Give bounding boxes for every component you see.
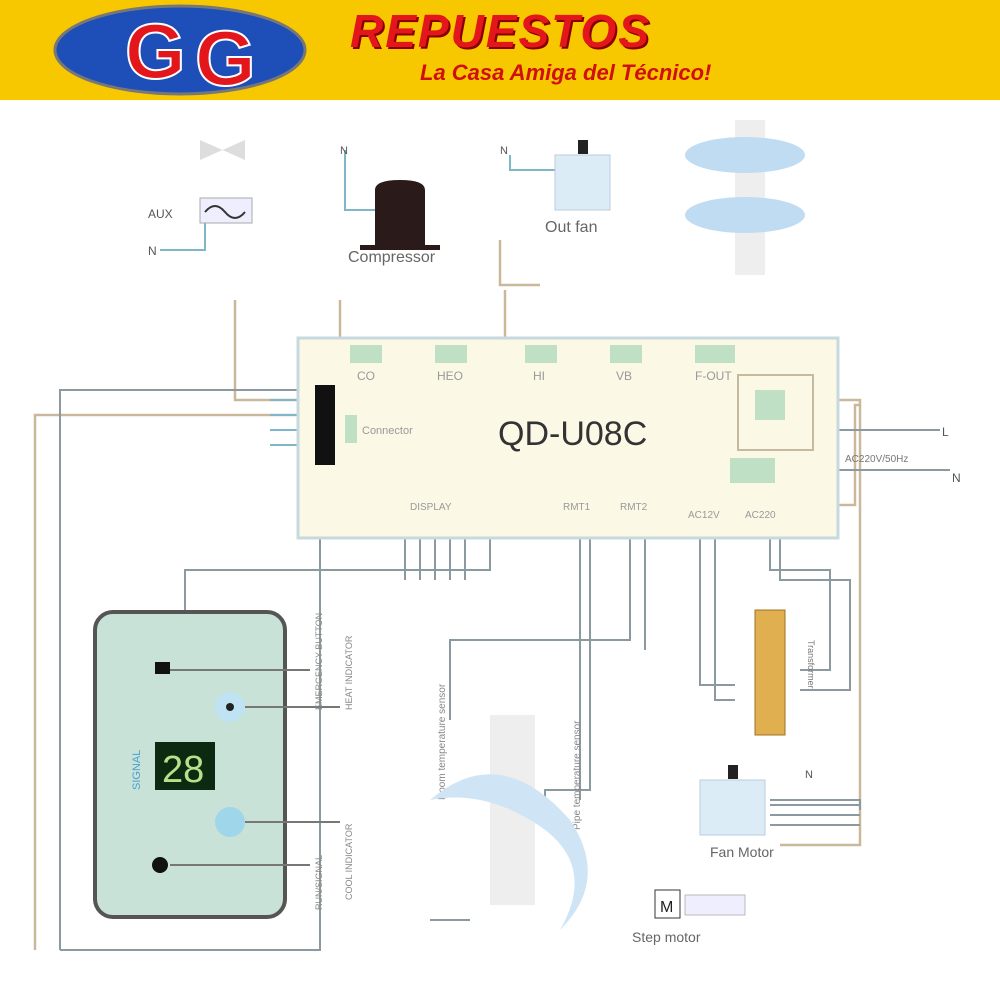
cool-indicator-icon bbox=[215, 807, 245, 837]
terminal-label: AC220 bbox=[745, 510, 776, 521]
display-side-label: SIGNAL bbox=[131, 750, 143, 790]
control-board bbox=[296, 336, 840, 540]
svg-text:G: G bbox=[195, 14, 256, 100]
display-digits: 28 bbox=[162, 749, 204, 791]
panel-labels: EMERGENCY BUTTON HEAT INDICATOR COOL IND… bbox=[314, 613, 354, 910]
svg-text:G: G bbox=[125, 7, 186, 95]
top-terminals: CO HEO HI VB F-OUT bbox=[350, 345, 735, 383]
power-label: AC220V/50Hz bbox=[845, 454, 908, 465]
terminal-label: AC12V bbox=[688, 510, 720, 521]
connector-label: Connector bbox=[362, 425, 413, 437]
header-banner: G G REPUESTOS La Casa Amiga del Técnico! bbox=[0, 0, 1000, 100]
fan-blade-icon bbox=[685, 197, 805, 233]
compressor-label: Compressor bbox=[348, 249, 436, 266]
fan-motor-label: Fan Motor bbox=[710, 844, 774, 860]
terminal-label: RMT1 bbox=[563, 502, 591, 513]
terminal-label: RMT2 bbox=[620, 502, 648, 513]
terminal-label: HEO bbox=[437, 369, 463, 383]
pipe-sensor-label: Pipe temperature sensor bbox=[572, 720, 583, 830]
terminal-label: HI bbox=[533, 369, 545, 383]
power-terminal bbox=[730, 458, 775, 483]
emergency-button[interactable] bbox=[155, 662, 170, 674]
slogan: La Casa Amiga del Técnico! bbox=[420, 60, 712, 85]
aux-label: AUX bbox=[148, 207, 173, 221]
step-motor-label: Step motor bbox=[632, 929, 701, 945]
panel-label: EMERGENCY BUTTON bbox=[314, 613, 324, 710]
logo-mark: G G bbox=[53, 4, 307, 100]
run-signal-icon bbox=[152, 857, 168, 873]
connector-header bbox=[315, 385, 335, 465]
terminal-label: DISPLAY bbox=[410, 502, 452, 513]
relay-box bbox=[737, 374, 814, 451]
out-fan-neutral: N bbox=[500, 145, 508, 157]
step-motor-connector bbox=[684, 894, 746, 916]
terminal-co bbox=[350, 345, 382, 363]
out-fan-motor-icon bbox=[554, 154, 611, 211]
neutral-label: N bbox=[952, 471, 961, 485]
panel-label: COOL INDICATOR bbox=[344, 823, 354, 900]
transformer-label: Transformer bbox=[806, 640, 816, 689]
indoor-fan-icon bbox=[430, 774, 588, 930]
transformer bbox=[754, 609, 786, 736]
connector-plug bbox=[345, 415, 357, 443]
relay bbox=[755, 390, 785, 420]
compressor-neutral: N bbox=[340, 145, 348, 157]
out-fan-capacitor bbox=[578, 140, 588, 154]
ac-wave-icon bbox=[204, 205, 246, 219]
fan-motor-icon bbox=[699, 779, 766, 836]
panel-leaders bbox=[170, 669, 340, 866]
terminal-heo bbox=[435, 345, 467, 363]
step-motor-icon bbox=[654, 889, 681, 919]
terminal-label: CO bbox=[357, 369, 375, 383]
brand-name: REPUESTOS bbox=[350, 5, 651, 57]
aux-box bbox=[199, 197, 253, 224]
board-model: QD-U08C bbox=[498, 415, 647, 453]
bottom-terminals: DISPLAY RMT1 RMT2 AC12V AC220 bbox=[410, 502, 776, 521]
room-sensor-label: Room temperature sensor bbox=[437, 683, 448, 800]
fan-motor-capacitor bbox=[728, 765, 738, 779]
panel-label: RUN/SIGNAL bbox=[314, 855, 324, 910]
terminal-label: VB bbox=[616, 369, 632, 383]
wires-gray bbox=[59, 389, 950, 951]
panel-label: HEAT INDICATOR bbox=[344, 635, 354, 710]
aux-heater-icon bbox=[200, 140, 245, 160]
line-label: L bbox=[942, 425, 949, 439]
motor-symbol: M bbox=[660, 899, 673, 916]
terminal-fout bbox=[695, 345, 735, 363]
compressor-icon bbox=[360, 180, 440, 250]
temperature-display bbox=[155, 742, 215, 790]
terminal-label: F-OUT bbox=[695, 369, 732, 383]
out-fan-label: Out fan bbox=[545, 219, 597, 236]
fan-motor-neutral: N bbox=[805, 769, 813, 781]
aux-neutral: N bbox=[148, 244, 157, 258]
terminal-hi bbox=[525, 345, 557, 363]
wiring-diagram: CO HEO HI VB F-OUT QD-U08C Connector AC2… bbox=[33, 120, 961, 951]
terminal-vb bbox=[610, 345, 642, 363]
fan-blade-icon bbox=[685, 137, 805, 173]
